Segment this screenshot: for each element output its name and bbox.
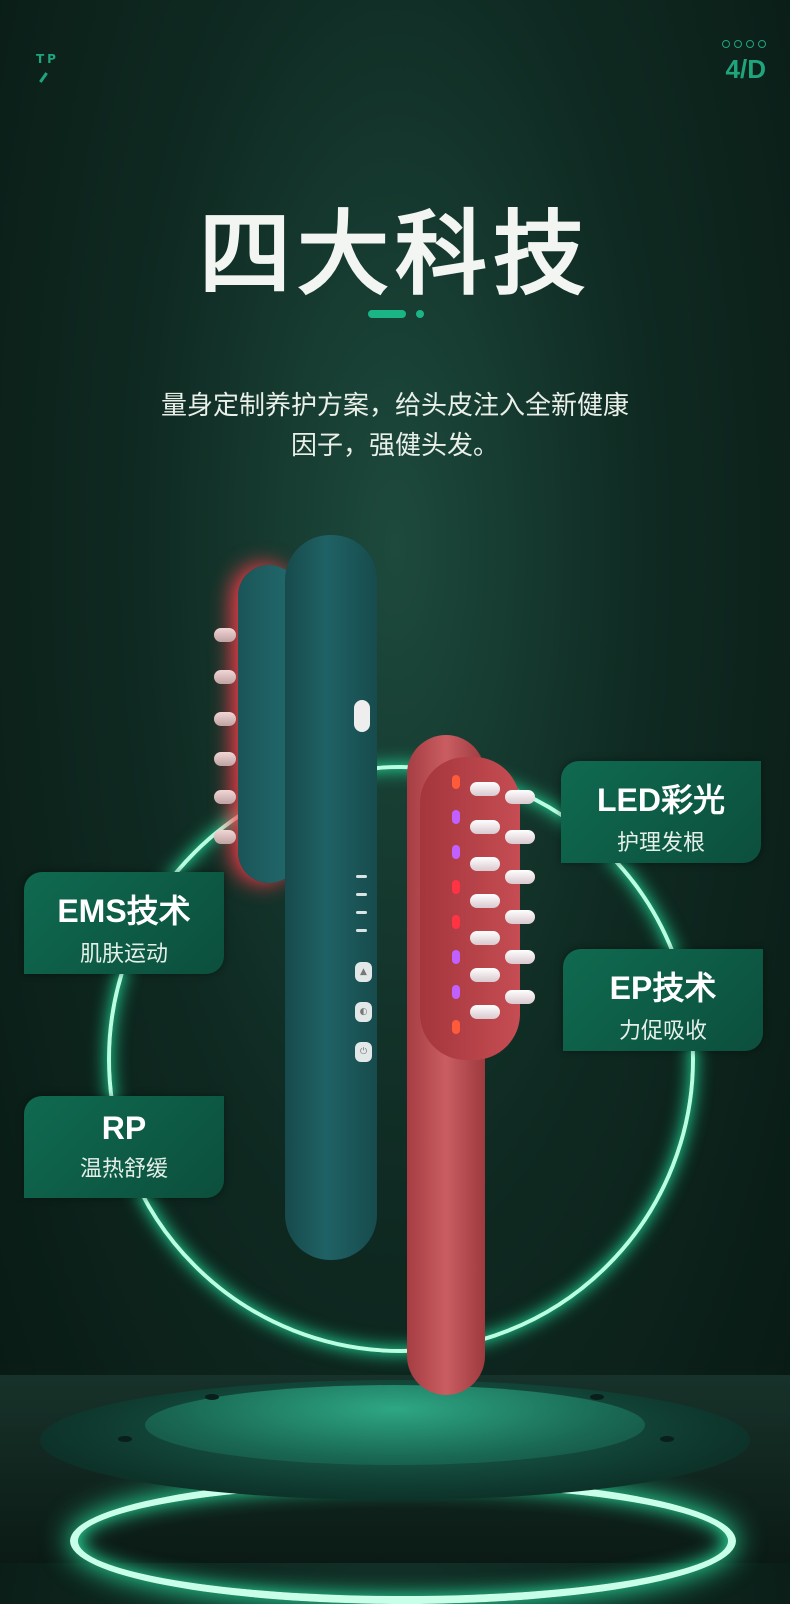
feature-desc: 力促吸收: [618, 1019, 707, 1044]
feature-title: RP: [101, 1110, 147, 1146]
device-pin: [214, 752, 236, 766]
feature-label-rp: RP 温热舒缓: [24, 1096, 224, 1198]
comb-pin: [470, 820, 500, 834]
indicator-light: [356, 929, 367, 932]
page-subtitle: 量身定制养护方案，给头皮注入全新健康 因子，强健头发。: [0, 386, 790, 466]
corner-tag-text: TP: [36, 52, 59, 66]
feature-label-ep: EP技术 力促吸收: [563, 949, 763, 1051]
teal-device-body: [285, 535, 377, 1260]
indicator-light: [356, 911, 367, 914]
feature-label-led: LED彩光 护理发根: [561, 761, 761, 863]
comb-pin: [505, 910, 535, 924]
page-indicator: 4/D: [722, 40, 766, 85]
feature-desc: 护理发根: [616, 831, 705, 856]
dots-icon: [722, 40, 766, 48]
corner-tag: TP: [36, 52, 59, 83]
indicator-light: [356, 875, 367, 878]
title-divider: [368, 310, 424, 318]
feature-title: EP技术: [609, 970, 717, 1006]
pedestal-hole: [118, 1436, 132, 1442]
device-pin: [214, 790, 236, 804]
pedestal-hole: [590, 1394, 604, 1400]
power-button-icon: ⏻: [355, 1042, 372, 1062]
device-pin: [214, 712, 236, 726]
led-button-icon: ◐: [355, 1002, 372, 1022]
purple-led: [452, 985, 460, 999]
comb-pin: [505, 830, 535, 844]
page-number: 4/D: [725, 54, 766, 84]
slash-decoration: [39, 72, 48, 83]
feature-title: LED彩光: [596, 782, 725, 818]
subtitle-line-2: 因子，强健头发。: [290, 431, 499, 461]
pedestal-hole: [205, 1394, 219, 1400]
red-led: [452, 775, 460, 789]
device-side-button: [354, 700, 370, 732]
purple-led: [452, 950, 460, 964]
red-led: [452, 1020, 460, 1034]
red-led: [452, 880, 460, 894]
device-pin: [214, 628, 236, 642]
glow-ring: [107, 765, 695, 1353]
comb-pin: [505, 870, 535, 884]
indicator-light: [356, 893, 367, 896]
mode-button-icon: ▲: [355, 962, 372, 982]
feature-desc: 温热舒缓: [79, 1157, 168, 1182]
feature-label-ems: EMS技术 肌肤运动: [24, 872, 224, 974]
purple-led: [452, 845, 460, 859]
comb-pin: [505, 950, 535, 964]
comb-pin: [505, 790, 535, 804]
feature-title: EMS技术: [57, 893, 191, 929]
device-pin: [214, 830, 236, 844]
comb-pin: [470, 857, 500, 871]
purple-led: [452, 810, 460, 824]
pedestal-hole: [660, 1436, 674, 1442]
comb-pin: [470, 968, 500, 982]
comb-pin: [470, 1005, 500, 1019]
device-pin: [214, 670, 236, 684]
feature-desc: 肌肤运动: [79, 942, 168, 967]
comb-pin: [470, 894, 500, 908]
subtitle-line-1: 量身定制养护方案，给头皮注入全新健康: [160, 391, 629, 421]
pedestal-top: [145, 1385, 645, 1465]
comb-pin: [505, 990, 535, 1004]
page-title: 四大科技: [198, 201, 591, 308]
red-led: [452, 915, 460, 929]
comb-pin: [470, 782, 500, 796]
comb-pin: [470, 931, 500, 945]
